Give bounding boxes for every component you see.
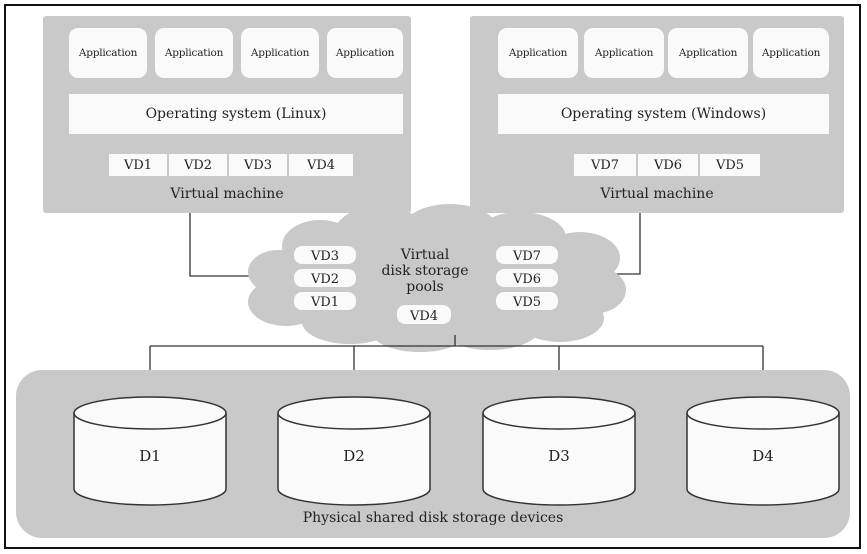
pool-label-line: disk storage [381,263,468,279]
disk-d3: D3 [482,396,636,506]
disk-label: D3 [548,447,570,465]
virtual-machine-linux: Application Application Application Appl… [43,16,411,213]
application-box: Application [241,28,319,78]
pool-disk [496,246,558,264]
virtual-disk: VD4 [289,154,353,176]
connector-left [189,213,262,277]
vm-label: Virtual machine [600,186,714,202]
virtual-disk: VD3 [229,154,287,176]
pool-disk-center [397,305,451,324]
virtual-machine-windows: Application Application Application Appl… [470,16,844,213]
application-box: Application [584,28,664,78]
application-box: Application [69,28,147,78]
application-box: Application [155,28,233,78]
pool-disk [294,292,356,310]
pool-disk-label: VD6 [512,272,541,287]
physical-storage-label: Physical shared disk storage devices [302,510,564,526]
application-box: Application [327,28,403,78]
virtual-disk-row: VD1 VD2 VD3 VD4 [109,154,353,176]
virtual-disk: VD5 [700,154,760,176]
virtual-disk: VD1 [109,154,167,176]
operating-system-windows: Operating system (Windows) [498,94,829,134]
application-box: Application [753,28,829,78]
operating-system-linux: Operating system (Linux) [69,94,403,134]
pool-disk-label: VD7 [512,249,541,264]
disk-d1: D1 [73,396,227,506]
disk-label: D2 [343,447,365,465]
disk-label: D4 [752,447,774,465]
disk-d2: D2 [277,396,431,506]
pool-stack-left: VD3 VD2 VD1 [294,246,356,310]
pool-label-line: Virtual [400,247,450,263]
pool-disk-center-label: VD4 [409,309,438,324]
virtual-disk: VD7 [574,154,636,176]
pool-disk-label: VD2 [310,272,339,287]
pool-label-line: pools [406,279,443,295]
virtual-disk: VD2 [169,154,227,176]
pool-disk [496,292,558,310]
pool-disk [294,246,356,264]
disk-label: D1 [139,447,161,465]
pool-disk-label: VD1 [310,295,339,310]
application-box: Application [498,28,578,78]
pool-disk [496,269,558,287]
application-box: Application [668,28,748,78]
vm-label: Virtual machine [170,186,284,202]
virtual-disk: VD6 [638,154,698,176]
pool-disk-label: VD5 [512,295,541,310]
disk-d4: D4 [686,396,840,506]
pool-disk-label: VD3 [310,249,339,264]
pool-stack-right: VD7 VD6 VD5 [496,246,558,310]
virtual-disk-row: VD7 VD6 VD5 [574,154,760,176]
figure-frame [4,4,861,549]
pool-disk [294,269,356,287]
